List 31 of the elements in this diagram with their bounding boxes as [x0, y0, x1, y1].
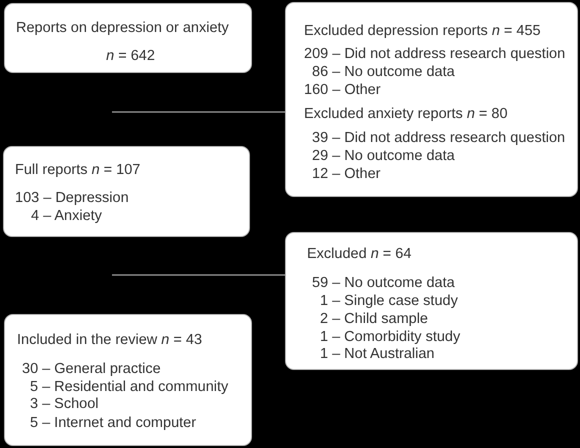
- flow-box: [285, 232, 578, 370]
- connector-line: [112, 111, 285, 113]
- list-item: 1 – Not Australian: [320, 345, 434, 363]
- list-item: 59 – No outcome data: [312, 274, 455, 292]
- list-item: 209 – Did not address research question: [304, 45, 566, 63]
- flow-box: [4, 3, 252, 73]
- box-heading: Excluded anxiety reports n = 80: [304, 105, 508, 123]
- list-item: 4 – Anxiety: [31, 207, 102, 225]
- flow-box: [3, 146, 250, 237]
- list-item: 160 – Other: [304, 81, 381, 99]
- list-item: 86 – No outcome data: [312, 63, 455, 81]
- box-heading: Included in the review n = 43: [17, 331, 202, 349]
- flow-box: [285, 2, 578, 197]
- list-item: 1 – Comorbidity study: [320, 328, 460, 346]
- box-heading: Reports on depression or anxiety: [16, 19, 229, 37]
- box-heading: Full reports n = 107: [15, 161, 140, 179]
- box-heading: Excluded depression reports n = 455: [304, 22, 541, 40]
- list-item: 1 – Single case study: [320, 292, 458, 310]
- list-item: 2 – Child sample: [320, 310, 428, 328]
- flow-box: [4, 314, 252, 446]
- list-item: 5 – Residential and community: [30, 378, 228, 396]
- list-item: 5 – Internet and computer: [30, 414, 196, 432]
- list-item: 3 – School: [30, 395, 99, 413]
- list-item: 39 – Did not address research question: [312, 129, 566, 147]
- connector-line: [112, 274, 285, 276]
- box-heading: Excluded n = 64: [307, 245, 412, 263]
- list-item: 29 – No outcome data: [312, 147, 455, 165]
- list-item: 103 – Depression: [15, 189, 129, 207]
- count-text: n = 642: [106, 47, 155, 65]
- list-item: 30 – General practice: [22, 360, 161, 378]
- list-item: 12 – Other: [312, 165, 381, 183]
